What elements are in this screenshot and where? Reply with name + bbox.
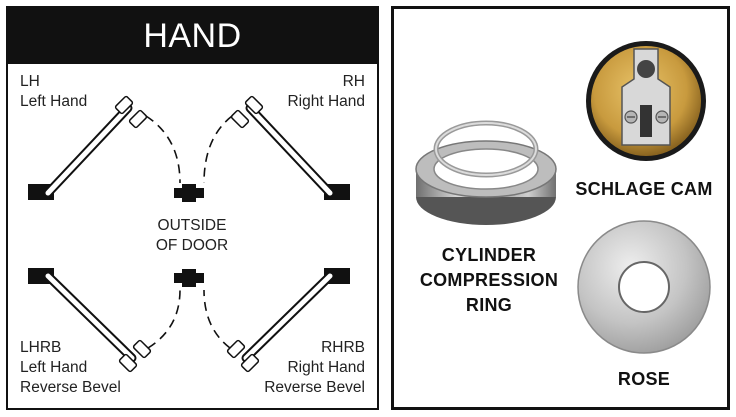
hand-title: HAND bbox=[8, 8, 377, 64]
lhrb-line2: Reverse Bevel bbox=[20, 379, 121, 396]
rhrb-line2: Reverse Bevel bbox=[264, 379, 365, 396]
schlage-cam-image bbox=[586, 41, 706, 161]
cylinder-line1: CYLINDER bbox=[441, 245, 537, 265]
cylinder-line2: COMPRESSION bbox=[419, 270, 559, 290]
outside-line2: OF DOOR bbox=[155, 237, 229, 254]
lhrb-label: LHRB Left Hand Reverse Bevel bbox=[20, 338, 121, 398]
outside-of-door-label: OUTSIDE OF DOOR bbox=[132, 216, 252, 256]
rhrb-line1: Right Hand bbox=[287, 359, 365, 376]
rhrb-code: RHRB bbox=[321, 339, 365, 356]
lhrb-door bbox=[28, 268, 181, 373]
bottom-strike bbox=[174, 269, 204, 287]
hand-panel: HAND bbox=[6, 6, 379, 410]
outside-line1: OUTSIDE bbox=[157, 217, 227, 234]
rhrb-label: RHRB Right Hand Reverse Bevel bbox=[264, 338, 365, 398]
lh-code: LH bbox=[20, 73, 40, 90]
lhrb-code: LHRB bbox=[20, 339, 62, 356]
lh-name: Left Hand bbox=[20, 93, 88, 110]
top-strike bbox=[174, 184, 204, 202]
door-handing-diagram bbox=[28, 95, 350, 373]
parts-illustration bbox=[415, 41, 711, 354]
rhrb-door bbox=[203, 268, 350, 373]
rh-name: Right Hand bbox=[287, 93, 365, 110]
rose-label: ROSE bbox=[617, 369, 671, 389]
lhrb-line1: Left Hand bbox=[20, 359, 88, 376]
compression-ring-image bbox=[415, 120, 557, 225]
cylinder-line3: RING bbox=[465, 295, 513, 315]
rh-code: RH bbox=[342, 73, 365, 90]
rose-image bbox=[577, 220, 711, 354]
parts-panel: SCHLAGE CAM CYLINDER COMPRESSION RING RO… bbox=[391, 6, 730, 410]
compression-ring-label: CYLINDER COMPRESSION RING bbox=[404, 243, 574, 318]
rh-door bbox=[203, 95, 350, 200]
lh-label: LH Left Hand bbox=[20, 72, 87, 112]
lh-door bbox=[28, 95, 181, 200]
rh-label: RH Right Hand bbox=[287, 72, 365, 112]
schlage-cam-label: SCHLAGE CAM bbox=[575, 179, 713, 199]
